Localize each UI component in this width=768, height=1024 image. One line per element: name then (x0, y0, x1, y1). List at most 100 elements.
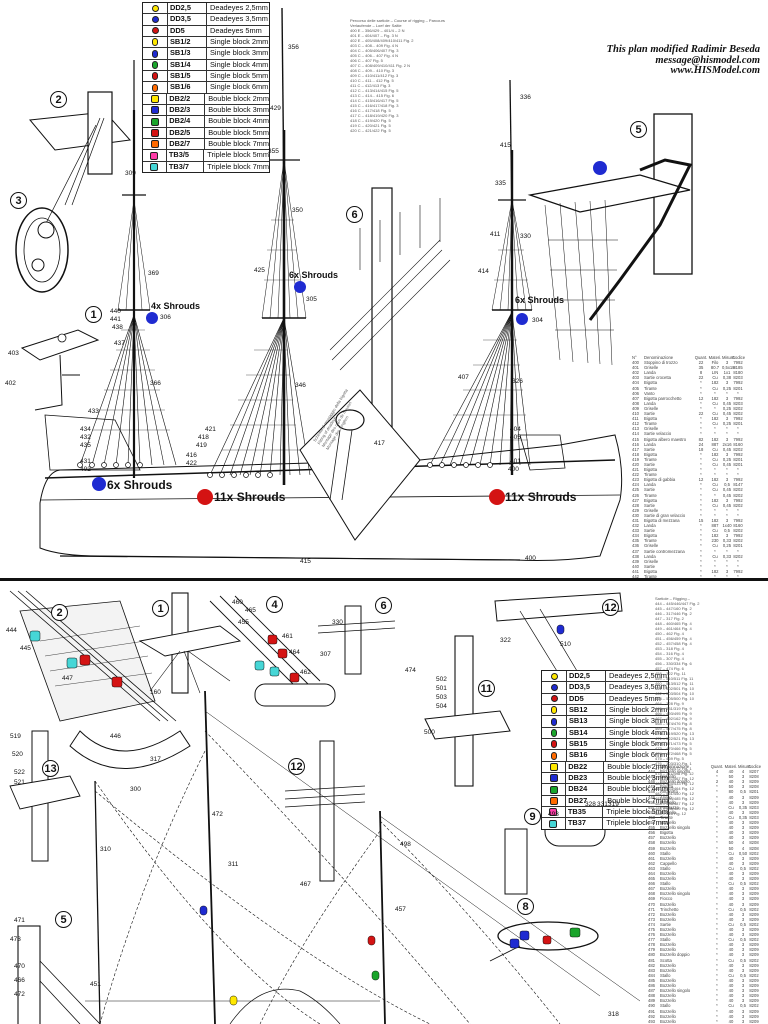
table-cell: Trinchetto (660, 906, 679, 912)
table-cell: 408 (632, 400, 639, 406)
table-cell: N° (648, 764, 653, 769)
legend-symbol (542, 727, 567, 739)
legend-description: Bouble block 7mm (607, 795, 668, 805)
table-cell: 8202 (749, 957, 759, 963)
table-cell: 8209 (749, 901, 759, 907)
legend-symbol (542, 750, 567, 761)
table-cell: 400 (632, 360, 639, 366)
ref-number: 356 (288, 44, 299, 51)
table-cell: * (716, 972, 718, 978)
table-cell: 426 (632, 492, 639, 498)
list-item: 461 – 502/501 Fig. 10 (655, 686, 694, 691)
ref-number: 311 (228, 861, 239, 868)
table-cell: 3 (741, 860, 745, 866)
table-cell: Stallo (660, 972, 671, 978)
list-item: 481 – 463/464 Fig. 12 (655, 786, 694, 791)
table-cell: 405 (632, 385, 639, 391)
table-cell: Codice (732, 355, 746, 360)
table-cell: Bozzello (660, 1008, 676, 1014)
detail-marker-12: 12 (288, 758, 305, 775)
ref-number: 447 (62, 675, 73, 682)
ref-number: 366 (150, 380, 161, 387)
table-cell: * (716, 962, 718, 968)
table-cell: Griselle (644, 426, 659, 432)
legend-swatch-icon (551, 706, 557, 715)
table-cell: 7992 (733, 533, 743, 539)
table-cell: * (716, 840, 718, 846)
legend-code: SB12 (567, 705, 606, 716)
table-cell: Bigotta (644, 416, 658, 422)
table-cell: 471 (648, 906, 655, 912)
legend-swatch-icon (550, 695, 558, 703)
table-cell: * (716, 901, 718, 907)
table-cell: * (700, 431, 702, 437)
list-item: 419 C – 420/421 Fig. 5 (350, 123, 391, 128)
credit-website[interactable]: www.HISModel.com (670, 65, 760, 76)
table-cell: * (716, 977, 718, 983)
table-cell: Denominazione (644, 355, 674, 360)
table-cell: 2 (715, 779, 719, 785)
list-item: 454 – 316 Fig. 4 (655, 651, 684, 656)
table-cell: 82 (698, 436, 704, 442)
table-cell: 40 (728, 911, 734, 917)
table-cell: Bozzello (660, 1018, 676, 1024)
table-cell: * (716, 942, 718, 948)
table-cell: 415 (632, 436, 639, 442)
table-cell: 428 (632, 502, 639, 508)
credit-email[interactable]: message@hismodel.com (655, 54, 760, 66)
table-cell: Ancorotto (660, 789, 678, 795)
ref-number: 446 (110, 733, 121, 740)
table-cell: 40 (728, 799, 734, 805)
table-cell: Tirante (644, 574, 657, 578)
table-cell: * (716, 911, 718, 917)
table-cell: * (700, 421, 702, 427)
table-cell: Cu (712, 446, 718, 452)
table-cell: 50 (728, 845, 734, 851)
ref-number: 521 (14, 779, 25, 786)
list-item: 416 C – 417/418 Fig. 5 (350, 108, 391, 113)
table-cell: 432 (632, 523, 639, 529)
table-cell: 459 (648, 845, 655, 851)
ref-number: 465 (245, 607, 256, 614)
table-cell: Stallo (660, 881, 671, 887)
ref-number: 464 (289, 649, 300, 656)
table-cell: Bozzello (660, 855, 676, 861)
list-item: 405 C – 406... 407 Fig. 4 N (350, 53, 399, 58)
table-cell: * (714, 467, 716, 473)
table-cell: 419 (632, 456, 639, 462)
table-cell: * (726, 548, 728, 554)
list-item: 459 – 510/511 Fig. 11 (655, 676, 694, 681)
table-cell: 444 (648, 769, 655, 775)
table-cell: 8209 (749, 799, 759, 805)
list-item: 469 – 477/475 Fig. 8 (655, 726, 692, 731)
ref-number: 400 (525, 555, 536, 562)
table-cell: Landa (644, 553, 656, 559)
table-cell: 473 (648, 916, 655, 922)
table-cell: 469 (648, 896, 655, 902)
list-item: 450 – 462 Fig. 4 (655, 631, 684, 636)
table-cell: Tirante (644, 456, 657, 462)
table-cell: 40 (728, 962, 734, 968)
legend-swatch-icon (150, 94, 159, 103)
legend-symbol (143, 82, 168, 93)
table-cell: * (714, 574, 716, 578)
table-cell: 0,33 (722, 553, 732, 559)
table-cell: Bozzello (660, 901, 676, 907)
